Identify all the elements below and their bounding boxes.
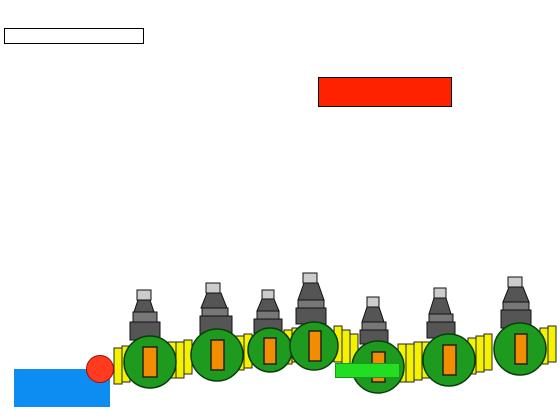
red-ball-icon[interactable] xyxy=(86,355,114,383)
tower xyxy=(295,272,327,325)
tower xyxy=(199,282,233,335)
tower xyxy=(129,289,161,341)
green-paddle[interactable] xyxy=(335,363,400,378)
wheel xyxy=(289,321,339,371)
wheels xyxy=(123,321,547,394)
wheel xyxy=(422,333,476,387)
tower xyxy=(426,287,456,339)
wheel xyxy=(493,322,547,376)
red-target-block[interactable] xyxy=(318,77,452,107)
tower xyxy=(253,289,283,334)
wheel xyxy=(123,335,177,389)
tower xyxy=(500,276,532,329)
tower xyxy=(359,296,389,345)
wheel xyxy=(190,328,244,382)
progress-bar xyxy=(4,28,144,44)
wheel xyxy=(247,327,293,373)
